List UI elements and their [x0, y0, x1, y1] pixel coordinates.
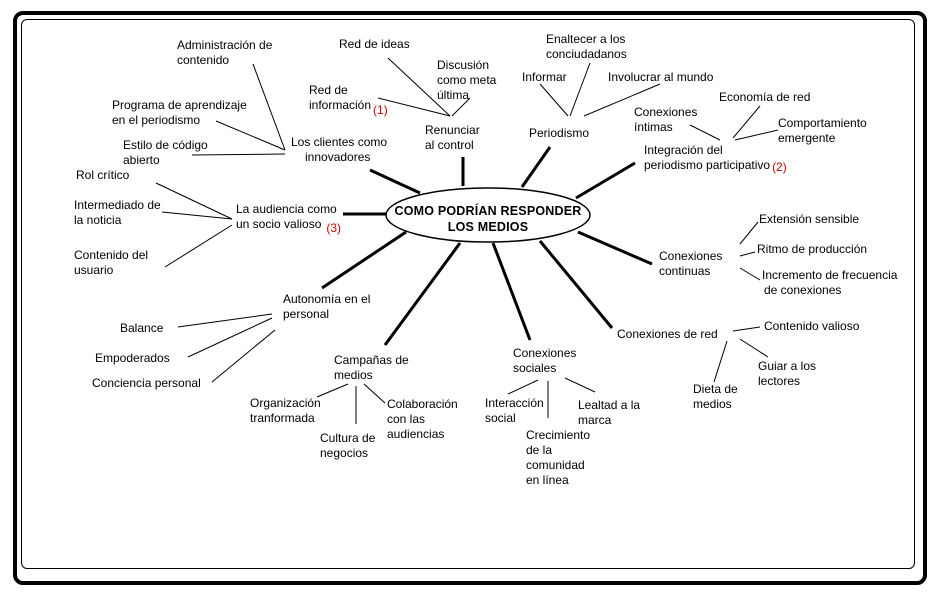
node-renunciar: Renunciar al control [425, 123, 480, 152]
node-sociales: Conexiones sociales [513, 346, 577, 375]
leaf-cultura: Cultura de negocios [320, 431, 376, 460]
line-contenido-valioso [732, 326, 761, 332]
line-red-info [377, 97, 451, 117]
leaf-enaltecer: Enaltecer a los conciudadanos [546, 32, 627, 61]
leaf-crecimiento: Crecimiento de la comunidad en línea [526, 428, 591, 487]
reference-marker: (3) [326, 221, 342, 235]
leaf-extension: Extensión sensible [759, 212, 860, 226]
leaf-administracion: Administración de contenido [177, 38, 273, 67]
line-programa [215, 120, 286, 151]
leaf-contenido-usuario: Contenido del usuario [74, 248, 149, 277]
line-ritmo [739, 251, 756, 257]
leaf-contenido-valioso: Contenido valioso [764, 319, 860, 333]
center-title: COMO PODRÍAN RESPONDER LOS MEDIOS [387, 203, 589, 235]
node-campanas: Campañas de medios [334, 353, 409, 382]
line-extension [739, 221, 759, 245]
line-involucrar [583, 83, 661, 117]
line-conciencia [211, 329, 276, 383]
leaf-programa: Programa de aprendizaje en el periodismo [112, 98, 247, 127]
center-title-line1: COMO PODRÍAN RESPONDER [394, 204, 582, 218]
line-enaltecer [569, 62, 591, 117]
inner-frame [21, 19, 915, 569]
leaf-discusion: Discusión como meta última [437, 58, 497, 102]
spoke-autonomia [321, 230, 407, 290]
spoke-integracion [575, 161, 636, 200]
spoke-campanas [383, 242, 462, 346]
line-organizacion [316, 383, 349, 398]
leaf-informar: Informar [522, 70, 567, 84]
line-administracion [252, 63, 286, 151]
leaf-colaboracion: Colaboración con las audiencias [387, 397, 458, 441]
spoke-periodismo [520, 146, 552, 188]
node-red: Conexiones de red [617, 327, 718, 341]
node-continuas: Conexiones continuas [659, 249, 723, 278]
leaf-rol: Rol crítico [76, 168, 130, 182]
line-red-ideas [387, 57, 451, 117]
leaf-lealtad: Lealtad a la marca [578, 398, 641, 427]
leaf-ritmo: Ritmo de producción [757, 242, 868, 256]
leaf-estilo: Estilo de código abierto [123, 138, 208, 167]
line-economia [732, 105, 761, 139]
leaf-conciencia: Conciencia personal [92, 376, 201, 390]
leaf-comportamiento: Comportamiento emergente [778, 116, 867, 145]
line-guiar [739, 338, 769, 358]
leaf-interaccion: Interacción social [485, 396, 544, 425]
leaf-balance: Balance [120, 321, 164, 335]
line-colaboracion [363, 383, 386, 404]
line-empoderados [187, 317, 273, 358]
node-integracion: Integración del periodismo participativo… [644, 143, 787, 174]
center-title-line2: LOS MEDIOS [447, 220, 529, 234]
leaf-red-info: Red de información(1) [309, 83, 388, 117]
leaf-guiar: Guiar a los lectores [758, 359, 817, 388]
leaf-involucrar: Involucrar al mundo [608, 70, 714, 84]
spoke-clientes [369, 168, 421, 195]
line-lealtad [564, 377, 596, 393]
node-clientes: Los clientes como innovadores [291, 135, 388, 164]
leaf-organizacion: Organización tranformada [250, 396, 321, 425]
line-balance [177, 313, 273, 328]
line-interaccion [507, 379, 539, 395]
line-comportamiento [734, 129, 779, 141]
node-periodismo: Periodismo [529, 126, 590, 140]
spoke-continuas [577, 230, 653, 266]
line-rol [155, 182, 233, 220]
leaf-intimas: Conexiones íntimas [634, 105, 698, 134]
reference-marker: (1) [373, 103, 388, 117]
leaf-economia: Economía de red [719, 90, 811, 104]
line-estilo [191, 153, 286, 156]
node-autonomia: Autonomía en el personal [283, 292, 371, 321]
line-dieta [713, 340, 728, 383]
line-incremento [739, 267, 761, 281]
line-intimas [689, 124, 721, 141]
spoke-sociales [491, 242, 532, 341]
node-audiencia: La audiencia como un socio valioso(3) [236, 202, 342, 235]
line-discusion [451, 97, 471, 117]
line-intermediado [161, 211, 233, 220]
line-informar [539, 83, 569, 117]
reference-marker: (2) [772, 160, 787, 174]
leaf-incremento: Incremento de frecuencia de conexiones [762, 268, 898, 297]
leaf-red-ideas: Red de ideas [339, 37, 410, 51]
leaf-dieta: Dieta de medios [693, 382, 738, 411]
spoke-red [538, 240, 614, 329]
leaf-intermediado: Intermediado de la noticia [74, 198, 161, 227]
line-usuario [164, 224, 233, 268]
leaf-empoderados: Empoderados [95, 351, 170, 365]
